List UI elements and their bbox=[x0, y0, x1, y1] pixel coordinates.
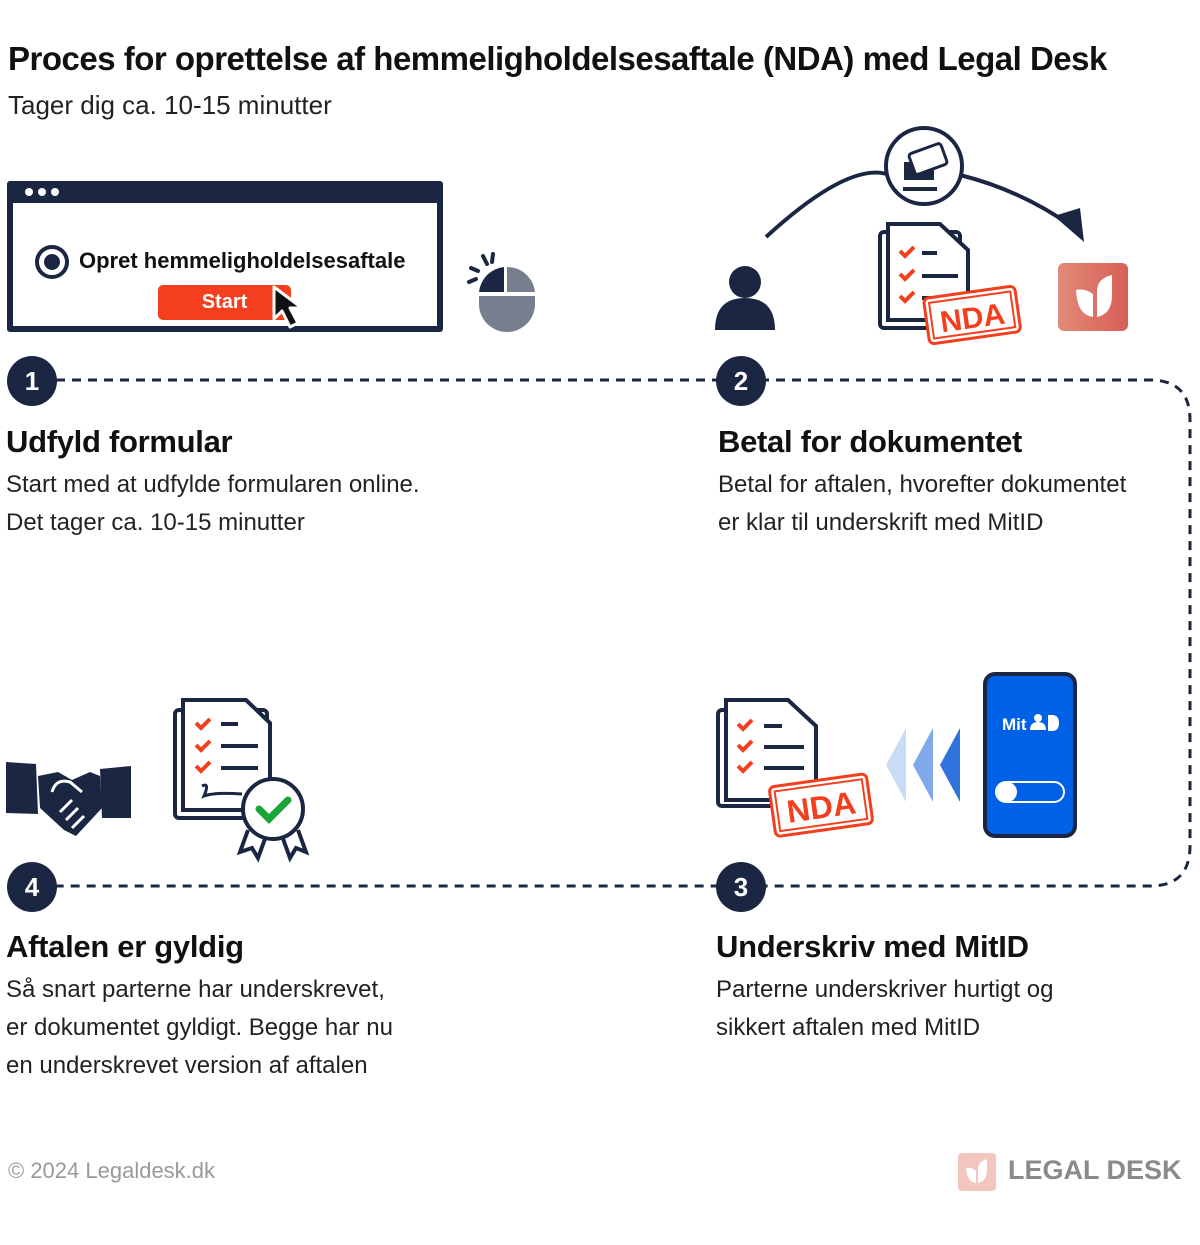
step-title: Betal for dokumentet bbox=[718, 424, 1023, 459]
window-dot bbox=[25, 188, 33, 196]
step-number-1: 1 bbox=[7, 356, 57, 406]
step-desc-line: er klar til underskrift med MitID bbox=[718, 509, 1044, 536]
step-desc-line: Betal for aftalen, hvorefter dokumentet bbox=[718, 471, 1127, 498]
window-dot bbox=[38, 188, 46, 196]
step-number-3: 3 bbox=[716, 862, 766, 912]
payment-card-icon bbox=[884, 126, 964, 206]
mitid-phone-icon: Mit bbox=[983, 672, 1077, 838]
document-checklist-icon bbox=[716, 698, 818, 808]
step-title: Udfyld formular bbox=[6, 424, 233, 459]
mitid-signing-illustration: NDA Mit bbox=[716, 672, 1077, 838]
approved-badge-icon bbox=[236, 777, 310, 863]
step-desc-line: en underskrevet version af aftalen bbox=[6, 1052, 368, 1079]
cursor-icon bbox=[272, 285, 304, 329]
step-desc-line: Start med at udfylde formularen online. bbox=[6, 471, 420, 498]
radio-label: Opret hemmeligholdelsesaftale bbox=[79, 248, 406, 273]
user-icon bbox=[715, 266, 775, 330]
step-title: Aftalen er gyldig bbox=[6, 929, 244, 964]
payment-flow-illustration: NDA bbox=[715, 126, 1128, 346]
step-4: Aftalen er gyldig Så snart parterne har … bbox=[6, 929, 393, 1085]
page-subtitle: Tager dig ca. 10-15 minutter bbox=[8, 90, 332, 120]
step-desc-line: Så snart parterne har underskrevet, bbox=[6, 976, 385, 1003]
copyright: © 2024 Legaldesk.dk bbox=[8, 1158, 216, 1183]
step-number-4: 4 bbox=[7, 862, 57, 912]
step-desc-line: Parterne underskriver hurtigt og bbox=[716, 976, 1054, 1003]
radio-selected[interactable] bbox=[35, 245, 69, 279]
signed-document-icon bbox=[173, 698, 272, 820]
mouse-click-icon bbox=[467, 252, 535, 332]
signal-arrows-icon bbox=[886, 728, 960, 802]
brand-wordmark: LEGAL DESK bbox=[1008, 1155, 1182, 1185]
step-2: Betal for dokumentet Betal for aftalen, … bbox=[718, 424, 1126, 542]
step-number-2: 2 bbox=[716, 356, 766, 406]
step-desc-line: sikkert aftalen med MitID bbox=[716, 1014, 981, 1041]
browser-window-icon: Opret hemmeligholdelsesaftale Start bbox=[7, 181, 443, 332]
nda-stamp: NDA bbox=[922, 284, 1022, 346]
agreement-valid-illustration bbox=[6, 698, 310, 863]
step-1: Udfyld formular Start med at udfylde for… bbox=[6, 424, 420, 542]
page-title: Proces for oprettelse af hemmeligholdels… bbox=[8, 40, 1107, 77]
svg-text:Mit: Mit bbox=[1002, 715, 1027, 734]
nda-stamp: NDA bbox=[768, 772, 874, 838]
step-desc-line: er dokumentet gyldigt. Begge har nu bbox=[6, 1014, 393, 1041]
step-title: Underskriv med MitID bbox=[716, 929, 1029, 964]
step-3: Underskriv med MitID Parterne underskriv… bbox=[716, 929, 1054, 1047]
step-desc-line: Det tager ca. 10-15 minutter bbox=[6, 509, 305, 536]
legal-desk-logo-icon bbox=[958, 1153, 996, 1191]
window-dot bbox=[51, 188, 59, 196]
start-button[interactable]: Start bbox=[158, 285, 291, 320]
handshake-icon bbox=[6, 762, 131, 836]
legal-desk-logo-icon bbox=[1058, 263, 1128, 331]
